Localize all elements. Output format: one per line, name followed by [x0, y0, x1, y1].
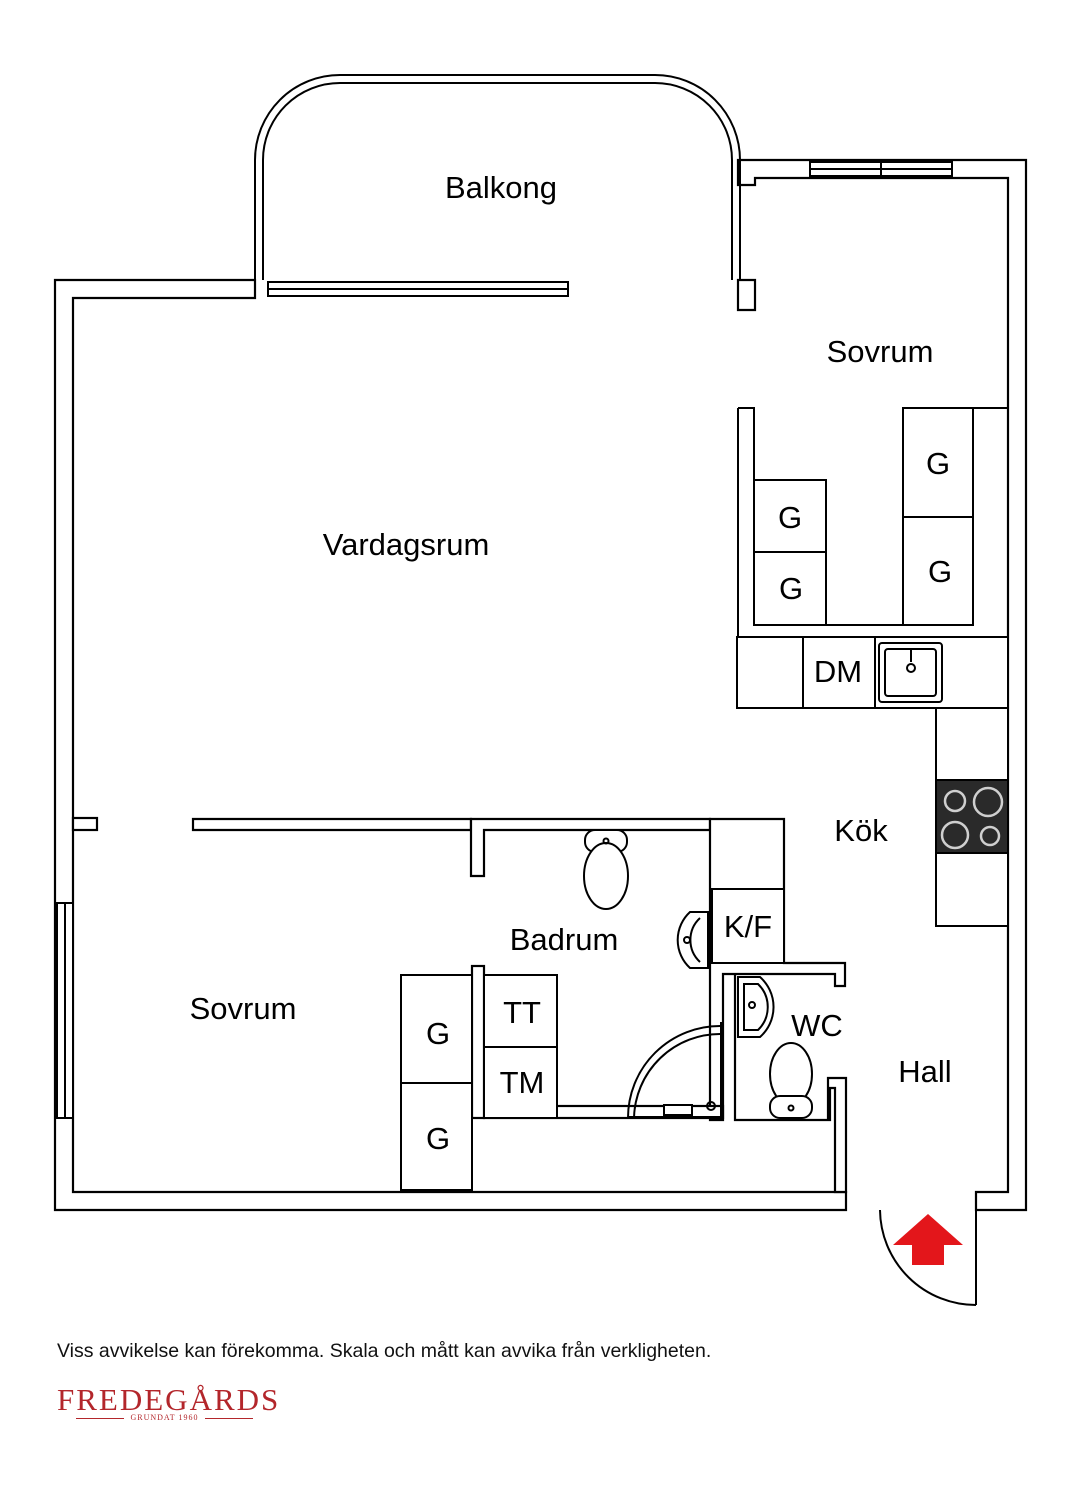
room-label-balcony: Balkong — [445, 170, 557, 205]
washing-machine-label: TM — [500, 1065, 545, 1100]
washbasin-icon — [676, 911, 709, 969]
room-label-bedroom-bottom: Sovrum — [190, 991, 297, 1026]
room-label-kitchen: Kök — [834, 813, 888, 848]
room-label-bathroom: Badrum — [510, 922, 619, 957]
wardrobe-label: G — [426, 1121, 450, 1156]
entrance-arrow-icon — [893, 1214, 963, 1265]
room-label-hall: Hall — [898, 1054, 951, 1089]
wc-washbasin-icon — [737, 976, 775, 1038]
wardrobe-label: G — [928, 554, 952, 589]
interior-walls — [191, 817, 848, 1194]
disclaimer-text: Viss avvikelse kan förekomma. Skala och … — [57, 1340, 712, 1362]
wardrobe-label: G — [926, 446, 950, 481]
sink-icon — [878, 642, 943, 703]
room-label-wc: WC — [791, 1008, 843, 1043]
shower-icon — [627, 1022, 722, 1119]
stove-icon — [935, 779, 1009, 854]
brand-logo: FREDEGÅRDS GRUNDAT 1960 — [57, 1382, 281, 1423]
wardrobe-label: G — [779, 571, 803, 606]
wardrobe-label: G — [426, 1016, 450, 1051]
balcony — [254, 74, 953, 297]
wardrobe-label: G — [778, 500, 802, 535]
room-label-bedroom-top: Sovrum — [827, 334, 934, 369]
dishwasher-label: DM — [814, 654, 862, 689]
bedroom-top-walls — [737, 407, 1008, 636]
room-label-living-room: Vardagsrum — [323, 527, 490, 562]
logo-subtitle: GRUNDAT 1960 — [57, 1413, 272, 1422]
toilet-icon — [583, 829, 629, 910]
wc-toilet-icon — [769, 1042, 813, 1119]
fridge-freezer-label: K/F — [724, 909, 772, 944]
entrance-door — [879, 1209, 977, 1306]
tumble-dryer-label: TT — [503, 995, 541, 1030]
logo-name: FREDEGÅRDS — [57, 1382, 281, 1417]
outer-walls — [53, 158, 1028, 1212]
